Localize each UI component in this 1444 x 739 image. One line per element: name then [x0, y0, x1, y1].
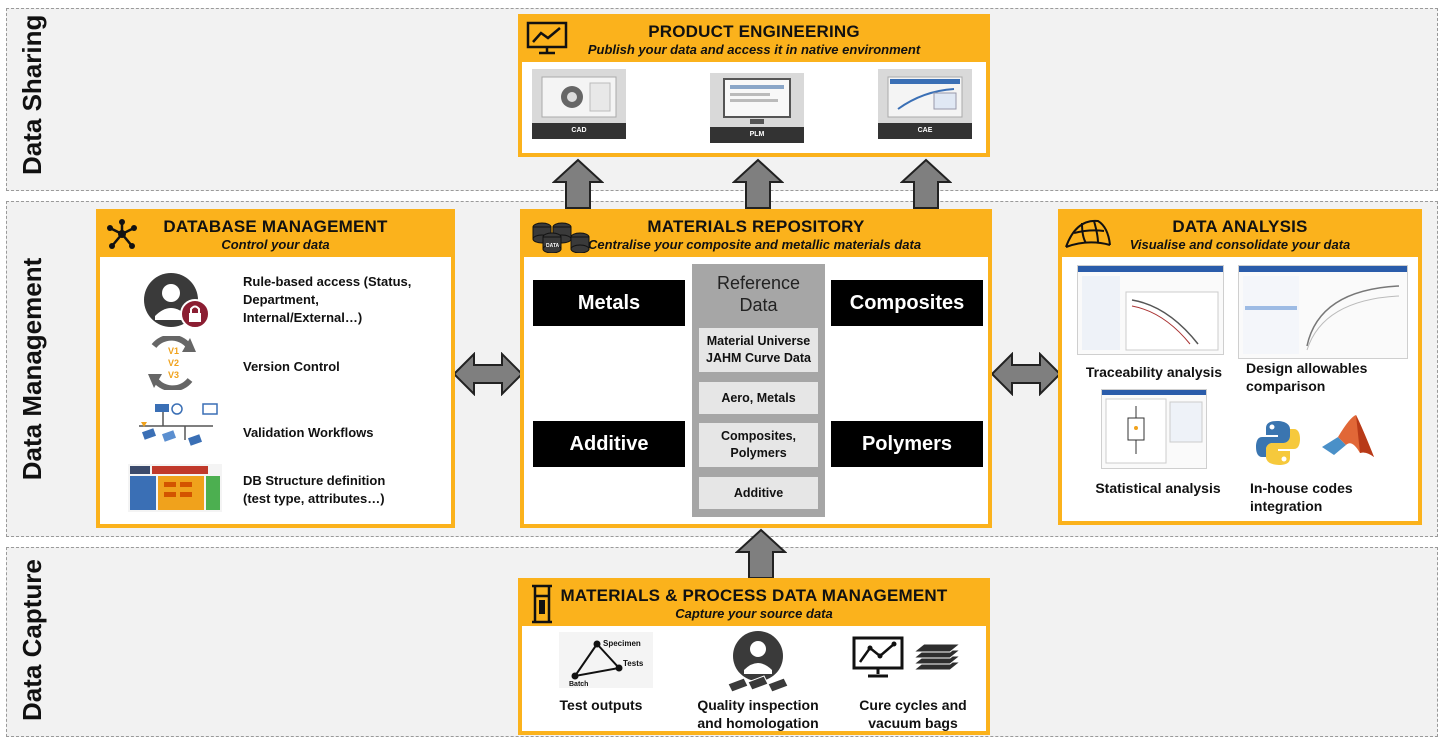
inspector-icon	[727, 631, 789, 692]
traceability-screenshot	[1077, 265, 1224, 355]
mp-item-quality-inspection: Quality inspection and homologation	[697, 697, 819, 731]
category-composites: Composites	[831, 280, 983, 326]
traceability-chart-icon	[1078, 266, 1223, 351]
ref-item-composites-polymers: Composites, Polymers	[699, 423, 818, 467]
ref-item-material-universe: Material Universe JAHM Curve Data	[699, 328, 818, 372]
db-label: DATA	[546, 243, 560, 249]
user-lock-icon	[144, 273, 210, 329]
network-nodes-icon	[107, 219, 137, 249]
panel-subtitle: Control your data	[221, 237, 330, 252]
panel-mp-data-management: MATERIALS & PROCESS DATA MANAGEMENT Capt…	[518, 578, 990, 735]
cad-preview-icon	[541, 76, 617, 118]
panel-data-analysis: DATA ANALYSIS Visualise and consolidate …	[1058, 209, 1422, 525]
panel-subtitle: Centralise your composite and metallic m…	[588, 237, 922, 252]
category-metals: Metals	[533, 280, 685, 326]
cae-preview-icon	[887, 76, 963, 118]
arrow-up-to-plm	[732, 158, 784, 209]
plm-preview-icon	[723, 78, 791, 124]
analysis-item-inhouse-codes: In-house codes integration	[1250, 480, 1353, 514]
ref-item-additive: Additive	[699, 477, 818, 509]
statistical-boxplot-icon	[1102, 390, 1206, 464]
panel-header: MATERIALS & PROCESS DATA MANAGEMENT Capt…	[522, 582, 986, 626]
mesh-surface-icon	[1065, 219, 1111, 248]
cae-screen	[878, 69, 972, 123]
double-arrow-repository-analysis	[990, 352, 1062, 396]
analysis-item-design-allowables: Design allowables comparison	[1246, 360, 1368, 394]
ref-item-aero-metals: Aero, Metals	[699, 382, 818, 414]
cad-screen	[532, 69, 626, 123]
workflow-icon	[139, 403, 218, 446]
panel-subtitle: Visualise and consolidate your data	[1129, 237, 1351, 252]
python-logo-icon	[1256, 421, 1300, 465]
reference-data-column: Reference Data Material Universe JAHM Cu…	[692, 264, 825, 517]
version-label-v2: V2	[168, 358, 179, 368]
db-item-rule-access: Rule-based access (Status, Department, I…	[243, 274, 412, 325]
tool-label-plm: PLM	[710, 127, 804, 143]
tool-cae: CAE	[878, 69, 972, 141]
panel-database-management: DATABASE MANAGEMENT Control your data Ru…	[96, 209, 455, 528]
analysis-item-statistical: Statistical analysis	[1095, 480, 1221, 496]
tool-cad: CAD	[532, 69, 626, 141]
band-label-sharing: Data Sharing	[17, 14, 47, 175]
double-arrow-db-repository	[452, 352, 524, 396]
panel-header: DATABASE MANAGEMENT Control your data	[100, 213, 451, 257]
panel-title: MATERIALS REPOSITORY	[647, 217, 865, 236]
panel-product-engineering: PRODUCT ENGINEERING Publish your data an…	[518, 14, 990, 157]
panel-materials-repository: MATERIALS REPOSITORY Centralise your com…	[520, 209, 992, 528]
db-item-validation-workflows: Validation Workflows	[243, 425, 374, 440]
band-label-capture: Data Capture	[17, 559, 47, 721]
allowables-chart-icon	[1239, 266, 1407, 354]
panel-title: MATERIALS & PROCESS DATA MANAGEMENT	[560, 586, 948, 605]
db-structure-icon	[128, 464, 222, 512]
analysis-item-traceability: Traceability analysis	[1085, 364, 1223, 380]
reference-data-title: Reference Data	[716, 273, 801, 315]
version-label-v1: V1	[168, 346, 179, 356]
cure-chart-icon	[852, 636, 904, 678]
graph-node-tests: Tests	[623, 659, 644, 668]
test-outputs-graph: Specimen Tests Batch	[559, 632, 653, 688]
specimen-graph-icon: Specimen Tests Batch	[569, 639, 644, 688]
version-label-v3: V3	[168, 370, 179, 380]
category-additive: Additive	[533, 421, 685, 467]
version-cycle-icon: V1 V2 V3	[148, 336, 196, 390]
tool-label-cad: CAD	[532, 123, 626, 139]
mp-item-test-outputs: Test outputs	[559, 697, 643, 713]
statistical-screenshot	[1101, 389, 1207, 469]
panel-title: DATABASE MANAGEMENT	[163, 217, 388, 236]
tool-plm: PLM	[710, 73, 804, 145]
test-frame-icon	[532, 584, 552, 624]
graph-node-specimen: Specimen	[603, 639, 641, 648]
panel-subtitle: Publish your data and access it in nativ…	[587, 42, 921, 57]
allowables-screenshot	[1238, 265, 1408, 359]
band-label-management: Data Management	[17, 257, 47, 481]
category-polymers: Polymers	[831, 421, 983, 467]
plm-screen	[710, 73, 804, 127]
panel-header: PRODUCT ENGINEERING Publish your data an…	[522, 18, 986, 62]
arrow-up-to-cad	[552, 158, 604, 209]
panel-subtitle: Capture your source data	[675, 606, 833, 621]
arrow-up-to-cae	[900, 158, 952, 209]
panel-title: DATA ANALYSIS	[1172, 217, 1308, 236]
database-stack-icon: DATA	[532, 222, 590, 253]
panel-header: MATERIALS REPOSITORY Centralise your com…	[524, 213, 988, 257]
line-chart-monitor-icon	[526, 21, 568, 55]
mp-item-cure-cycles: Cure cycles and vacuum bags	[859, 697, 967, 731]
vacuum-bag-stack-icon	[912, 643, 962, 671]
graph-node-batch: Batch	[569, 681, 588, 688]
db-item-structure-definition: DB Structure definition (test type, attr…	[243, 473, 386, 506]
matlab-logo-icon	[1322, 415, 1374, 457]
arrow-up-to-repository	[735, 528, 787, 579]
panel-title: PRODUCT ENGINEERING	[648, 22, 860, 41]
db-item-version-control: Version Control	[243, 359, 340, 374]
panel-header: DATA ANALYSIS Visualise and consolidate …	[1062, 213, 1418, 257]
tool-label-cae: CAE	[878, 123, 972, 139]
